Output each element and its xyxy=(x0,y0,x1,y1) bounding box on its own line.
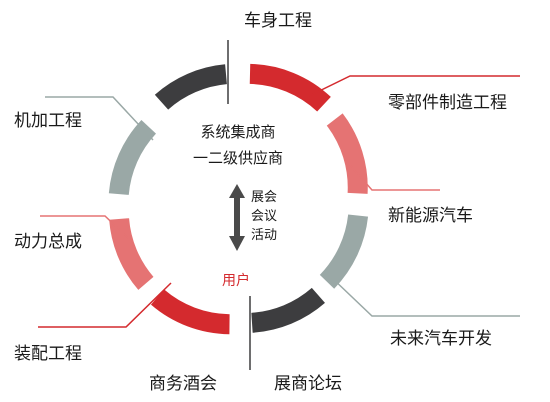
label-powertrain: 动力总成 xyxy=(14,232,82,252)
label-car-body: 车身工程 xyxy=(244,11,312,31)
event-label-3: 活动 xyxy=(251,228,277,243)
outer-labels: 车身工程 零部件制造工程 新能源汽车 未来汽车开发 展商论坛 商务酒会 装配工程… xyxy=(14,11,507,394)
label-exhibitor-forum: 展商论坛 xyxy=(274,374,342,394)
arc-assembly xyxy=(109,217,154,290)
center-line-2: 一二级供应商 xyxy=(193,149,283,167)
label-business-reception: 商务酒会 xyxy=(149,374,217,394)
connector-powertrain xyxy=(40,215,129,239)
label-new-energy: 新能源汽车 xyxy=(388,206,473,226)
connector-new-energy xyxy=(349,164,440,191)
arc-new-energy xyxy=(326,113,368,194)
arc-future-car xyxy=(319,214,369,289)
arc-powertrain xyxy=(108,119,157,196)
connector-machining xyxy=(45,96,154,141)
connector-assembly xyxy=(38,282,172,328)
label-future-car: 未来汽车开发 xyxy=(390,329,492,349)
label-machining: 机加工程 xyxy=(14,111,82,131)
connector-parts xyxy=(304,75,520,99)
center-content: 系统集成商 一二级供应商 展会 会议 活动 用户 xyxy=(193,123,283,289)
arc-exhibitor-forum xyxy=(251,287,325,333)
connector-lines xyxy=(38,40,520,370)
connector-future-car xyxy=(329,275,520,317)
arc-car-body xyxy=(154,64,228,110)
arc-parts-manufacturing xyxy=(249,63,331,112)
user-label: 用户 xyxy=(222,272,250,289)
double-arrow-icon xyxy=(229,184,245,251)
arc-business-reception xyxy=(150,289,230,335)
ring-arcs xyxy=(108,63,369,335)
label-assembly: 装配工程 xyxy=(14,344,82,364)
event-label-1: 展会 xyxy=(251,190,277,205)
label-parts-manufacturing: 零部件制造工程 xyxy=(388,93,507,113)
center-line-1: 系统集成商 xyxy=(200,123,275,141)
event-label-2: 会议 xyxy=(251,209,277,224)
